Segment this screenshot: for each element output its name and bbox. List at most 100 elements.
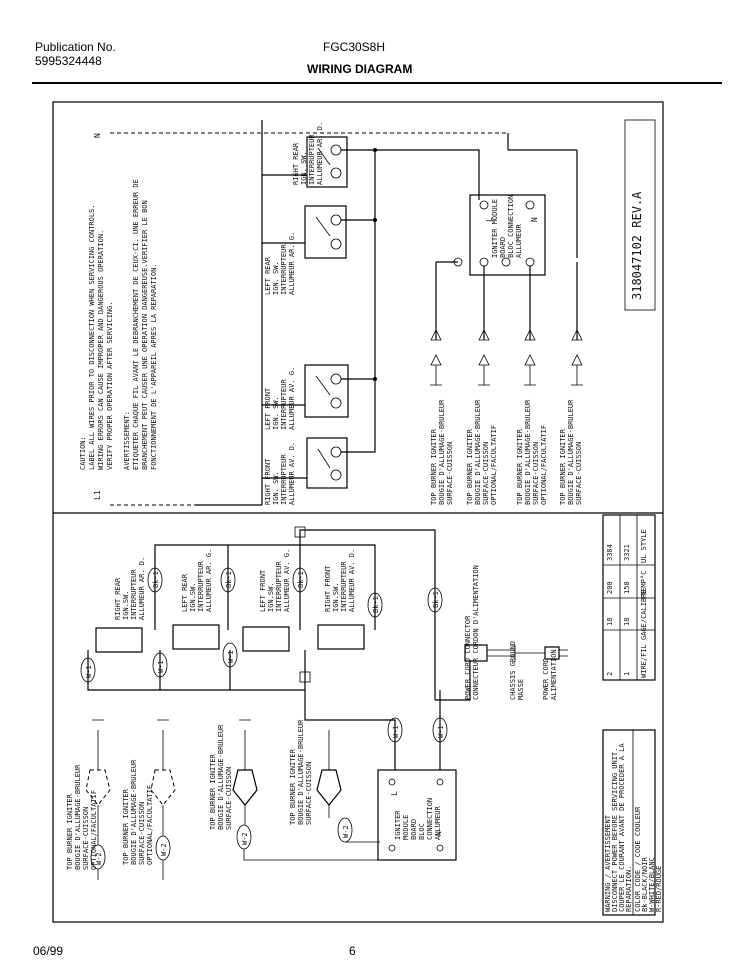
svg-text:BOUGIE D'ALLUMAGE-BRULEUR: BOUGIE D'ALLUMAGE-BRULEUR [567, 399, 575, 505]
diagram-frame [52, 101, 664, 923]
svg-text:IGNITER MODULE: IGNITER MODULE [491, 199, 499, 258]
svg-text:Bk-BLACK/NOIR: Bk-BLACK/NOIR [641, 856, 649, 912]
svg-text:BLOC: BLOC [418, 823, 426, 840]
svg-text:ALLUMEUR AV. D.: ALLUMEUR AV. D. [348, 549, 356, 612]
svg-text:3321: 3321 [623, 544, 631, 561]
svg-text:GAGE/CALIBRE: GAGE/CALIBRE [640, 589, 648, 640]
svg-text:IGN.SW.: IGN.SW. [332, 582, 340, 612]
line-l1-label: L1 [93, 490, 102, 500]
svg-text:OPTIONAL/FACULTATIF: OPTIONAL/FACULTATIF [490, 425, 498, 505]
svg-text:LABEL ALL WIRES PRIOR TO DISCO: LABEL ALL WIRES PRIOR TO DISCONNECTION W… [88, 204, 96, 470]
svg-text:INTERRUPTEUR: INTERRUPTEUR [340, 561, 348, 612]
svg-text:LEFT FRONT: LEFT FRONT [259, 569, 267, 612]
footer-date: 06/99 [33, 944, 64, 958]
svg-text:INTERRUPTEUR: INTERRUPTEUR [130, 569, 138, 620]
pictorial-module-n: N [434, 831, 443, 836]
svg-text:BOUGIE D'ALLUMAGE-BRULEUR: BOUGIE D'ALLUMAGE-BRULEUR [130, 759, 138, 865]
svg-text:SURFACE-CUISSON: SURFACE-CUISSON [138, 802, 146, 865]
pictorial-cord-label-1: POWER CORD CONNECTOR CONNECTEUR CORDON D… [464, 565, 480, 700]
svg-text:INTERRUPTEUR: INTERRUPTEUR [275, 561, 283, 612]
svg-text:OPTIONAL/FACULTATIF: OPTIONAL/FACULTATIF [540, 425, 548, 505]
svg-text:Bk-1: Bk-1 [372, 596, 380, 613]
svg-text:150: 150 [623, 581, 631, 594]
svg-text:INTERRUPTEUR: INTERRUPTEUR [280, 379, 288, 430]
svg-text:BOUGIE D'ALLUMAGE-BRULEUR: BOUGIE D'ALLUMAGE-BRULEUR [297, 719, 305, 825]
svg-text:COLOR CODE / CODE COULEUR: COLOR CODE / CODE COULEUR [634, 806, 642, 912]
pictorial-module-label: IGNITER MODULE BOARD BLOC CONNECTION ALL… [394, 798, 442, 840]
caution-text: CAUTION: LABEL ALL WIRES PRIOR TO DISCON… [79, 179, 158, 470]
svg-text:ALLUMEUR: ALLUMEUR [515, 223, 523, 258]
svg-text:IGN.SW.: IGN.SW. [189, 582, 197, 612]
schematic-igniter-label-2: TOP BURNER IGNITER BOUGIE D'ALLUMAGE-BRU… [466, 399, 498, 505]
svg-text:DISCONNECT POWER BEFORE SERVIC: DISCONNECT POWER BEFORE SERVICING UNIT. [611, 748, 619, 912]
svg-text:SURFACE-CUISSON: SURFACE-CUISSON [305, 762, 313, 825]
svg-text:MODULE: MODULE [402, 815, 410, 840]
page-title: WIRING DIAGRAM [307, 62, 413, 76]
line-n-label: N [93, 133, 102, 138]
schematic-switch-label-right-front: RIGHT FRONT IGN. SW. INTERRUPTEUR ALLUME… [264, 442, 296, 505]
svg-text:INTERRUPTEUR: INTERRUPTEUR [280, 244, 288, 295]
svg-text:W-1: W-1 [437, 725, 445, 738]
pictorial-black-harness [154, 529, 436, 700]
svg-text:W-2: W-2 [160, 843, 168, 856]
svg-text:SURFACE-CUISSON: SURFACE-CUISSON [225, 767, 233, 830]
svg-text:TOP BURNER IGNITER: TOP BURNER IGNITER [66, 793, 74, 870]
svg-text:REPARATION.: REPARATION. [625, 866, 633, 912]
svg-text:SURFACE-CUISSON: SURFACE-CUISSON [446, 442, 454, 505]
svg-text:ALIMENTATION: ALIMENTATION [550, 649, 558, 700]
svg-text:ALLUMEUR AR. G.: ALLUMEUR AR. G. [288, 232, 296, 295]
svg-text:AVERTISSEMENT:: AVERTISSEMENT: [123, 411, 131, 470]
svg-text:2: 2 [606, 672, 614, 676]
svg-text:OPTIONAL/FACULTATIF: OPTIONAL/FACULTATIF [146, 785, 154, 865]
pictorial-switch-label-right-front: RIGHT FRONT IGN.SW. INTERRUPTEUR ALLUMEU… [324, 549, 356, 612]
part-number-panel [624, 119, 656, 311]
svg-text:Bk-1: Bk-1 [225, 571, 233, 588]
svg-text:ALLUMEUR AR. G.: ALLUMEUR AR. G. [205, 549, 213, 612]
svg-text:WIRING ERRORS CAN CAUSE IMPROP: WIRING ERRORS CAN CAUSE IMPROPER AND DAN… [97, 230, 105, 470]
svg-text:ALLUMEUR AR. D.: ALLUMEUR AR. D. [316, 122, 324, 185]
svg-text:BOUGIE D'ALLUMAGE-BRULEUR: BOUGIE D'ALLUMAGE-BRULEUR [438, 399, 446, 505]
svg-text:TOP BURNER IGNITER: TOP BURNER IGNITER [289, 748, 297, 825]
svg-text:LEFT FRONT: LEFT FRONT [264, 387, 272, 430]
svg-text:TOP BURNER IGNITER: TOP BURNER IGNITER [209, 753, 217, 830]
svg-text:18: 18 [606, 618, 614, 626]
pictorial-switches [95, 624, 365, 653]
svg-text:RIGHT FRONT: RIGHT FRONT [324, 565, 332, 612]
svg-text:SURFACE-CUISSON: SURFACE-CUISSON [532, 442, 540, 505]
pictorial-switch-label-right-rear: RIGHT REAR IGN.SW. INTERRUPTEUR ALLUMEUR… [114, 557, 146, 620]
pictorial-switch-label-left-front: LEFT FRONT IGN.SW. INTERRUPTEUR ALLUMEUR… [259, 549, 291, 612]
svg-text:ALLUMEUR AV. G.: ALLUMEUR AV. G. [288, 367, 296, 430]
schematic-switch-right-rear [306, 136, 348, 188]
svg-text:W-1: W-1 [392, 725, 400, 738]
pictorial-switch-label-left-rear: LEFT REAR IGN.SW. INTERRUPTEUR ALLUMEUR … [181, 549, 213, 612]
svg-text:ALLUMEUR AR. D.: ALLUMEUR AR. D. [138, 557, 146, 620]
svg-text:IGN.SW.: IGN.SW. [267, 582, 275, 612]
pictorial-igniter-label-1: TOP BURNER IGNITER BOUGIE D'ALLUMAGE-BRU… [66, 764, 98, 870]
svg-text:RIGHT REAR: RIGHT REAR [292, 142, 300, 185]
svg-text:TOP BURNER IGNITER: TOP BURNER IGNITER [466, 428, 474, 505]
svg-text:W-WHITE/BLANC: W-WHITE/BLANC [648, 857, 656, 912]
schematic-igniter-arrows [430, 329, 583, 386]
svg-text:W-2: W-2 [241, 832, 249, 845]
schematic-switch-left-rear [304, 205, 347, 259]
svg-text:ALLUMEUR: ALLUMEUR [434, 805, 442, 840]
pictorial-igniter-label-4: TOP BURNER IGNITER BOUGIE D'ALLUMAGE-BRU… [289, 719, 313, 825]
svg-text:MASSE: MASSE [517, 679, 525, 700]
svg-text:TOP BURNER IGNITER: TOP BURNER IGNITER [122, 788, 130, 865]
schematic-switch-label-left-rear: LEFT REAR IGN. SW. INTERRUPTEUR ALLUMEUR… [264, 232, 296, 295]
svg-text:Bk-1: Bk-1 [297, 571, 305, 588]
svg-text:200: 200 [606, 581, 614, 594]
svg-text:RIGHT REAR: RIGHT REAR [114, 577, 122, 620]
pictorial-igniter-label-2: TOP BURNER IGNITER BOUGIE D'ALLUMAGE-BRU… [122, 759, 154, 865]
svg-text:LEFT REAR: LEFT REAR [181, 573, 189, 612]
svg-text:COUPER LE COURANT AVANT DE PRO: COUPER LE COURANT AVANT DE PROCEDER A LA [618, 743, 626, 912]
svg-text:CAUTION:: CAUTION: [79, 436, 87, 470]
pictorial-cord-label-2: CHASSIS GROUND MASSE [509, 641, 525, 700]
svg-text:ALLUMEUR AV. G.: ALLUMEUR AV. G. [283, 549, 291, 612]
publication-number: 5995324448 [35, 54, 102, 68]
svg-text:IGN. SW.: IGN. SW. [272, 396, 280, 430]
warning-box: WARNING / AVERTISSEMENT DISCONNECT POWER… [602, 729, 663, 916]
wire-spec-table: 2 18 200 3384 1 18 150 3321 WIRE/FIL GAG… [602, 514, 656, 681]
svg-text:W-2: W-2 [342, 825, 350, 838]
svg-text:INTERRUPTEUR: INTERRUPTEUR [197, 561, 205, 612]
